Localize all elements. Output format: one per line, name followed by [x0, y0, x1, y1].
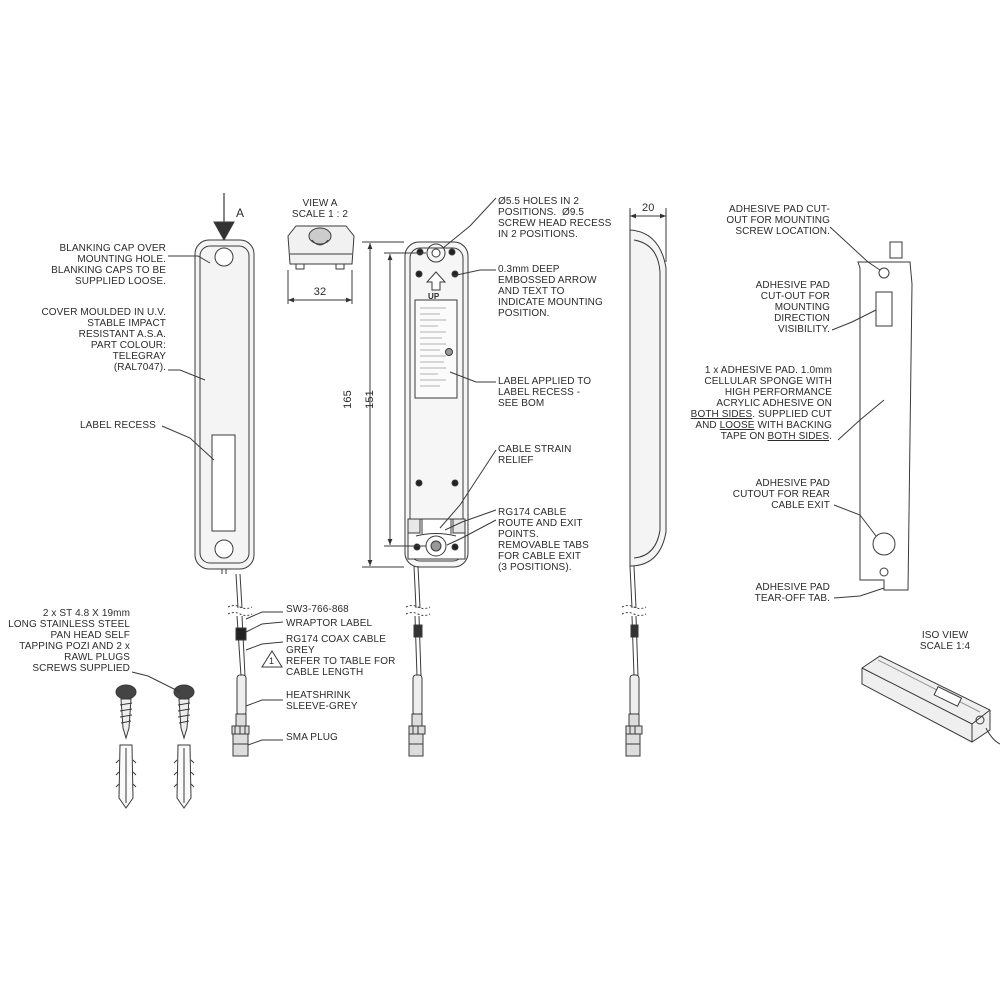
note-pad-cutout-rear: ADHESIVE PAD CUTOUT FOR REAR CABLE EXIT [732, 478, 830, 511]
front-view [161, 193, 255, 757]
warning-triangle-icon [261, 650, 283, 668]
adhesive-pad [829, 226, 913, 599]
iso-view [861, 655, 1000, 745]
note-part-number: SW3-766-868 [286, 604, 349, 615]
note-pad-spec: 1 x ADHESIVE PAD. 1.0mm CELLULAR SPONGE … [690, 365, 832, 442]
view-a-cap [287, 225, 355, 304]
screw-right [173, 684, 195, 740]
note-pad-cutout-screw: ADHESIVE PAD CUT- OUT FOR MOUNTING SCREW… [726, 204, 830, 237]
note-coax: RG174 COAX CABLE GREY [286, 634, 386, 656]
view-a-marker: A [236, 206, 245, 220]
note-label-recess: LABEL RECESS [80, 420, 156, 431]
blanking-cap-bottom [214, 539, 234, 559]
label-recess [211, 434, 236, 532]
side-view [621, 208, 667, 757]
rawl-plug-left [115, 744, 137, 809]
note-refer: REFER TO TABLE FOR CABLE LENGTH [286, 656, 396, 678]
note-pad-tearoff: ADHESIVE PAD TEAR-OFF TAB. [754, 582, 830, 604]
sma-plug-back [408, 713, 426, 757]
dim-hole-pitch: 151 [363, 390, 376, 409]
view-a-arrow-icon [213, 221, 235, 242]
note-label-applied: LABEL APPLIED TO LABEL RECESS - SEE BOM [498, 376, 592, 409]
note-cover: COVER MOULDED IN U.V. STABLE IMPACT RESI… [41, 307, 166, 373]
dim-depth: 20 [642, 202, 655, 214]
note-strain-relief: CABLE STRAIN RELIEF [498, 444, 572, 466]
note-pad-cutout-direction: ADHESIVE PAD CUT-OUT FOR MOUNTING DIRECT… [755, 280, 830, 335]
up-arrow-icon [425, 271, 447, 291]
note-cable-route: RG174 CABLE ROUTE AND EXIT POINTS. REMOV… [498, 507, 589, 573]
up-text: UP [428, 292, 440, 301]
iso-view-scale: SCALE 1:4 [919, 641, 971, 652]
note-arrow: 0.3mm DEEP EMBOSSED ARROW AND TEXT TO IN… [498, 264, 603, 319]
screw-left [115, 684, 137, 740]
sma-plug-side [625, 713, 643, 757]
note-heatshrink: HEATSHRINK SLEEVE-GREY [286, 690, 358, 712]
view-a-width-dim: 32 [313, 286, 327, 298]
note-holes: Ø5.5 HOLES IN 2 POSITIONS. Ø9.5 SCREW HE… [498, 196, 612, 240]
sma-plug-front [231, 713, 250, 757]
note-blanking-cap: BLANKING CAP OVER MOUNTING HOLE. BLANKIN… [51, 243, 166, 287]
view-a-scale: SCALE 1 : 2 [291, 209, 349, 220]
back-view [245, 197, 497, 757]
view-a-title: VIEW A [302, 198, 338, 209]
blanking-cap-top [214, 247, 234, 267]
warning-triangle-number: 1 [269, 656, 275, 666]
iso-view-title: ISO VIEW [921, 630, 969, 641]
note-sma: SMA PLUG [286, 732, 338, 743]
note-wraptor: WRAPTOR LABEL [286, 618, 373, 629]
note-screws: 2 x ST 4.8 X 19mm LONG STAINLESS STEEL P… [8, 608, 130, 674]
dim-overall-length: 165 [341, 390, 354, 409]
rawl-plug-right [173, 744, 195, 809]
